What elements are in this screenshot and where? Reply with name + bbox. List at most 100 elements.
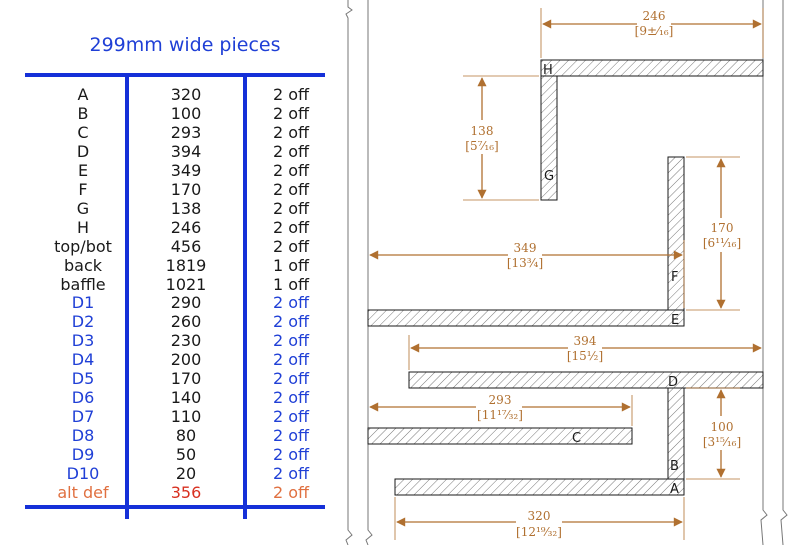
label-b: B: [670, 459, 679, 474]
quantity-cell: 2 off: [272, 350, 310, 370]
length-cell: 246: [170, 217, 202, 237]
diagram-svg: H G F E D C B A: [345, 0, 788, 545]
dim-mm-d: 394: [574, 334, 597, 348]
piece-name-cell: D: [76, 141, 90, 161]
table-top-rule: [25, 73, 325, 77]
length-cell: 170: [170, 369, 202, 389]
quantity-cell: 1 off: [272, 274, 310, 294]
piece-name-cell: alt def: [57, 482, 109, 502]
length-cell: 170: [170, 179, 202, 199]
length-cell: 20: [175, 464, 197, 483]
length-cell: 1021: [165, 274, 207, 294]
right-wall: [760, 0, 788, 545]
quantity-cell: 2 off: [272, 464, 310, 483]
dim-mm-c: 293: [489, 393, 512, 407]
dim-mm-f: 170: [711, 221, 734, 235]
length-cell: 230: [170, 331, 202, 351]
table-column-rule-1: [125, 73, 129, 519]
table-row: top/bot 456 2 off: [26, 237, 326, 256]
left-wall: [345, 0, 373, 545]
dim-mm-g: 138: [471, 124, 494, 138]
label-e: E: [671, 313, 679, 328]
dimension-lines: [369, 8, 764, 540]
quantity-cell: 2 off: [272, 103, 310, 123]
table-row: A 320 2 off: [26, 85, 326, 104]
piece-name-cell: back: [63, 255, 103, 275]
table-bottom-rule: [25, 505, 325, 509]
dim-mm-b: 100: [711, 420, 734, 434]
length-cell: 293: [170, 122, 202, 142]
length-cell: 50: [175, 445, 197, 465]
quantity-cell: 2 off: [272, 179, 310, 199]
quantity-cell: 2 off: [272, 217, 310, 237]
dim-inch-g: [5⁷⁄₁₆]: [465, 139, 498, 153]
length-cell: 140: [170, 388, 202, 408]
piece-f: [667, 156, 685, 311]
quantity-cell: 2 off: [272, 369, 310, 389]
piece-name-cell: D6: [71, 388, 95, 408]
quantity-cell: 2 off: [272, 331, 310, 351]
piece-name-cell: D2: [71, 312, 95, 332]
piece-name-cell: D10: [66, 464, 100, 483]
dimension-labels: 246 [9±⁄₁₆] 138 [5⁷⁄₁₆] 170 [6¹¹⁄₁₆] 349…: [464, 7, 742, 542]
quantity-cell: 2 off: [272, 160, 310, 180]
length-cell: 200: [170, 350, 202, 370]
piece-letters: H G F E D C B A: [543, 63, 679, 497]
table-column-rule-2: [243, 73, 247, 519]
dim-inch-a: [12¹⁹⁄₃₂]: [516, 525, 562, 539]
quantity-cell: 2 off: [272, 85, 310, 104]
quantity-cell: 2 off: [272, 445, 310, 465]
piece-a: [394, 478, 685, 496]
length-cell: 456: [170, 236, 202, 256]
length-cell: 320: [170, 85, 202, 104]
table-row: F 170 2 off: [26, 180, 326, 199]
piece-name-cell: top/bot: [54, 236, 112, 256]
length-cell: 260: [170, 312, 202, 332]
piece-name-cell: A: [77, 85, 89, 104]
quantity-cell: 2 off: [272, 407, 310, 427]
table-row: back 1819 1 off: [26, 256, 326, 275]
quantity-cell: 2 off: [272, 236, 310, 256]
table-title: 299mm wide pieces: [89, 34, 281, 56]
length-cell: 1819: [165, 255, 207, 275]
label-a: A: [670, 482, 679, 497]
pieces: [367, 59, 764, 496]
piece-name-cell: G: [76, 198, 90, 218]
length-cell: 138: [170, 198, 202, 218]
label-g: G: [544, 169, 554, 184]
dim-inch-e: [13¾]: [507, 256, 543, 270]
piece-name-cell: D8: [71, 426, 95, 446]
length-cell: 290: [170, 293, 202, 313]
piece-name-cell: D7: [71, 407, 95, 427]
piece-name-cell: H: [76, 217, 90, 237]
label-d: D: [668, 375, 678, 390]
piece-g: [540, 75, 558, 201]
piece-name-cell: F: [78, 179, 88, 199]
dim-inch-d: [15½]: [567, 349, 603, 363]
piece-name-cell: D1: [71, 293, 95, 313]
quantity-cell: 1 off: [272, 255, 310, 275]
piece-d: [408, 371, 764, 389]
piece-name-cell: B: [77, 103, 89, 123]
piece-name-cell: E: [77, 160, 89, 180]
dim-inch-f: [6¹¹⁄₁₆]: [703, 236, 741, 250]
quantity-cell: 2 off: [272, 122, 310, 142]
dim-inch-c: [11¹⁷⁄₃₂]: [477, 408, 523, 422]
piece-name-cell: D9: [71, 445, 95, 465]
piece-c: [367, 427, 633, 445]
enclosure-section-diagram: H G F E D C B A: [340, 0, 803, 545]
quantity-cell: 2 off: [272, 426, 310, 446]
piece-h: [540, 59, 764, 77]
